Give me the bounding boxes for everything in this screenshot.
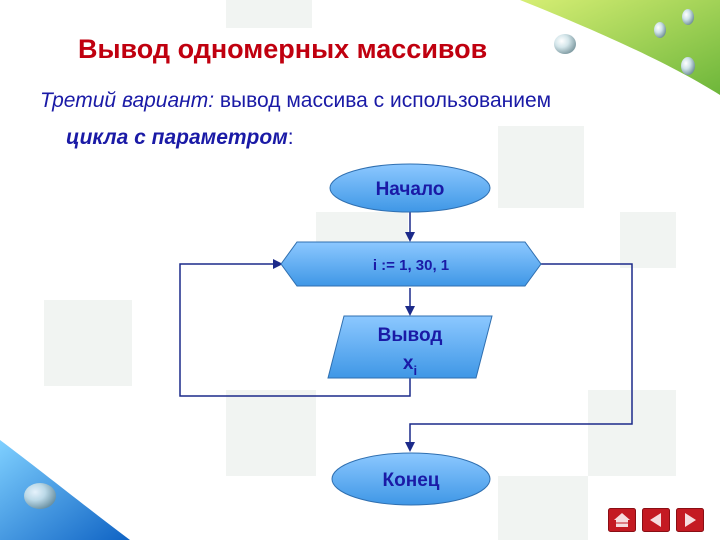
output-var: x xyxy=(403,353,414,374)
slide-subtitle: Третий вариант: вывод массива с использо… xyxy=(40,82,660,156)
loop-block xyxy=(280,241,542,287)
home-icon xyxy=(614,513,630,527)
start-label: Начало xyxy=(376,179,445,200)
home-button[interactable] xyxy=(608,508,636,532)
output-subscript: i xyxy=(413,363,417,378)
output-variable: xi xyxy=(403,353,417,378)
triangle-right-icon xyxy=(685,513,696,527)
background-square xyxy=(226,0,312,28)
slide-title: Вывод одномерных массивов xyxy=(78,34,488,64)
subtitle-line-2: цикла с параметром: xyxy=(40,119,660,156)
start-terminal xyxy=(329,163,491,213)
subtitle-bold: цикла с параметром xyxy=(66,126,288,149)
end-terminal xyxy=(331,452,491,506)
subtitle-rest: вывод массива с использованием xyxy=(214,89,552,112)
loop-back-arrow xyxy=(179,259,411,397)
triangle-left-icon xyxy=(650,513,661,527)
subtitle-italic: Третий вариант: xyxy=(40,89,215,112)
loop-exit-arrow xyxy=(405,263,633,452)
output-block xyxy=(327,315,493,379)
background-square xyxy=(498,476,588,540)
background-square xyxy=(44,300,132,386)
background-square xyxy=(620,212,676,268)
end-label: Конец xyxy=(383,470,440,491)
background-square xyxy=(498,126,584,208)
background-square xyxy=(226,390,316,476)
output-label: Вывод xyxy=(378,325,443,346)
previous-slide-button[interactable] xyxy=(642,508,670,532)
next-slide-button[interactable] xyxy=(676,508,704,532)
subtitle-colon: : xyxy=(287,126,294,149)
loop-label: i := 1, 30, 1 xyxy=(373,257,449,274)
